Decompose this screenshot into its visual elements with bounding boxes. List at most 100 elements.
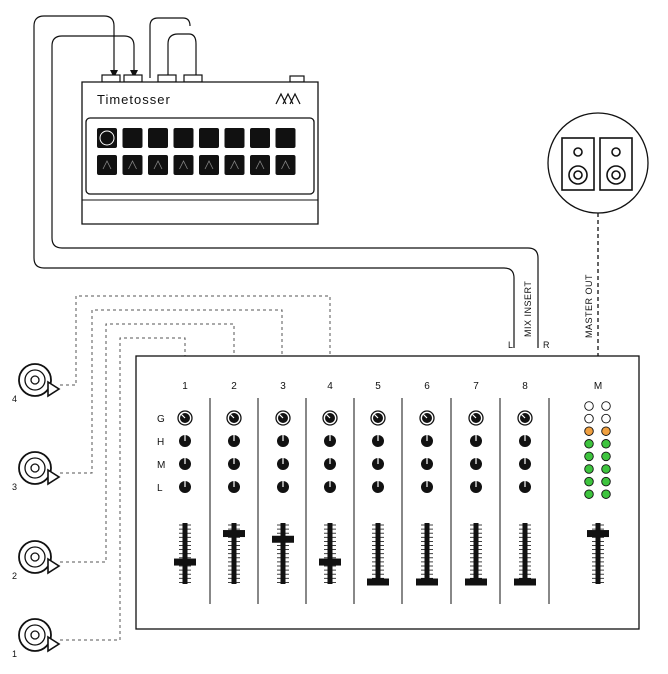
fader-knob[interactable] [223, 530, 245, 538]
low-knob[interactable] [179, 481, 191, 493]
meter-led [601, 489, 611, 499]
cable-arrowheads [110, 70, 138, 78]
turntable-icon [18, 363, 61, 398]
mixer-body [135, 355, 640, 630]
master-fader[interactable] [587, 523, 609, 584]
meter-led [584, 413, 594, 424]
channel-fader[interactable] [223, 523, 245, 584]
turntable-number: 3 [12, 482, 17, 492]
channel-fader[interactable] [174, 523, 196, 584]
meter-led [601, 464, 611, 474]
low-knob[interactable] [372, 481, 384, 493]
meter-led [601, 439, 611, 449]
monitor-speakers [547, 112, 649, 214]
mid-knob[interactable] [470, 458, 482, 470]
fader-knob[interactable] [174, 558, 196, 566]
fader-knob[interactable] [319, 558, 341, 566]
meter-led [601, 413, 611, 424]
pad-button [173, 128, 194, 148]
fader-knob[interactable] [514, 578, 536, 586]
channel-number: 3 [280, 381, 286, 392]
pad-button [199, 128, 219, 148]
channel-fader[interactable] [514, 523, 536, 586]
mid-knob[interactable] [519, 458, 531, 470]
channel-fader[interactable] [367, 523, 389, 586]
gain-knob[interactable] [177, 410, 193, 426]
low-knob[interactable] [470, 481, 482, 493]
channel-fader[interactable] [465, 523, 487, 586]
fader-knob[interactable] [416, 578, 438, 586]
turntable-icon [18, 451, 61, 486]
meter-led [584, 476, 594, 487]
gain-knob[interactable] [275, 410, 291, 426]
eq-label-gain: G [157, 414, 165, 425]
high-knob[interactable] [421, 435, 433, 447]
fader-knob[interactable] [587, 530, 609, 538]
meter-led [601, 476, 611, 487]
gain-knob[interactable] [419, 410, 435, 426]
speaker-left-icon [561, 137, 595, 191]
high-knob[interactable] [228, 435, 240, 447]
pad-button [97, 128, 117, 148]
channel-number: 8 [522, 381, 528, 392]
eq-label-low: L [157, 483, 163, 494]
high-knob[interactable] [519, 435, 531, 447]
high-knob[interactable] [277, 435, 289, 447]
mix-insert-cables [33, 15, 539, 348]
meter-led [584, 489, 594, 499]
gain-knob[interactable] [226, 410, 242, 426]
channel-fader[interactable] [319, 523, 341, 584]
pad-button [148, 128, 168, 148]
turntable-number: 4 [12, 394, 17, 404]
master-label: M [594, 381, 602, 392]
pad-button [173, 155, 194, 175]
pad-button [275, 155, 296, 175]
low-knob[interactable] [519, 481, 531, 493]
pad-button [122, 155, 143, 175]
channel-number: 7 [473, 381, 479, 392]
channel-fader[interactable] [416, 523, 438, 586]
pad-button [224, 155, 245, 175]
speaker-right-icon [599, 137, 633, 191]
meter-led [601, 451, 611, 462]
mid-knob[interactable] [277, 458, 289, 470]
pad-button [250, 128, 270, 148]
channel-number: 5 [375, 381, 381, 392]
fader-knob[interactable] [367, 578, 389, 586]
high-knob[interactable] [179, 435, 191, 447]
master-level-meter [584, 401, 611, 499]
channel-number: 2 [231, 381, 237, 392]
turntable-number: 2 [12, 571, 17, 581]
gain-knob[interactable] [370, 410, 386, 426]
turntable-number: 1 [12, 649, 17, 659]
timetosser-logo-icon [275, 92, 301, 105]
device-name: Timetosser [97, 92, 171, 107]
mid-knob[interactable] [421, 458, 433, 470]
fader-knob[interactable] [272, 535, 294, 543]
gain-knob[interactable] [517, 410, 533, 426]
meter-led [601, 426, 611, 436]
high-knob[interactable] [324, 435, 336, 447]
fader-knob[interactable] [465, 578, 487, 586]
high-knob[interactable] [372, 435, 384, 447]
meter-led [584, 439, 594, 449]
high-knob[interactable] [470, 435, 482, 447]
turntables: 4 3 2 1 [12, 363, 61, 659]
mid-knob[interactable] [179, 458, 191, 470]
channel-fader[interactable] [272, 523, 294, 584]
low-knob[interactable] [324, 481, 336, 493]
meter-led [584, 451, 594, 462]
mid-knob[interactable] [324, 458, 336, 470]
timetosser-pads [97, 128, 296, 175]
pad-button [148, 155, 168, 175]
mid-knob[interactable] [372, 458, 384, 470]
low-knob[interactable] [421, 481, 433, 493]
mix-insert-label: MIX INSERT [523, 281, 533, 337]
eq-label-high: H [157, 437, 164, 448]
low-knob[interactable] [228, 481, 240, 493]
gain-knob[interactable] [468, 410, 484, 426]
mid-knob[interactable] [228, 458, 240, 470]
low-knob[interactable] [277, 481, 289, 493]
gain-knob[interactable] [322, 410, 338, 426]
meter-led [584, 426, 594, 436]
